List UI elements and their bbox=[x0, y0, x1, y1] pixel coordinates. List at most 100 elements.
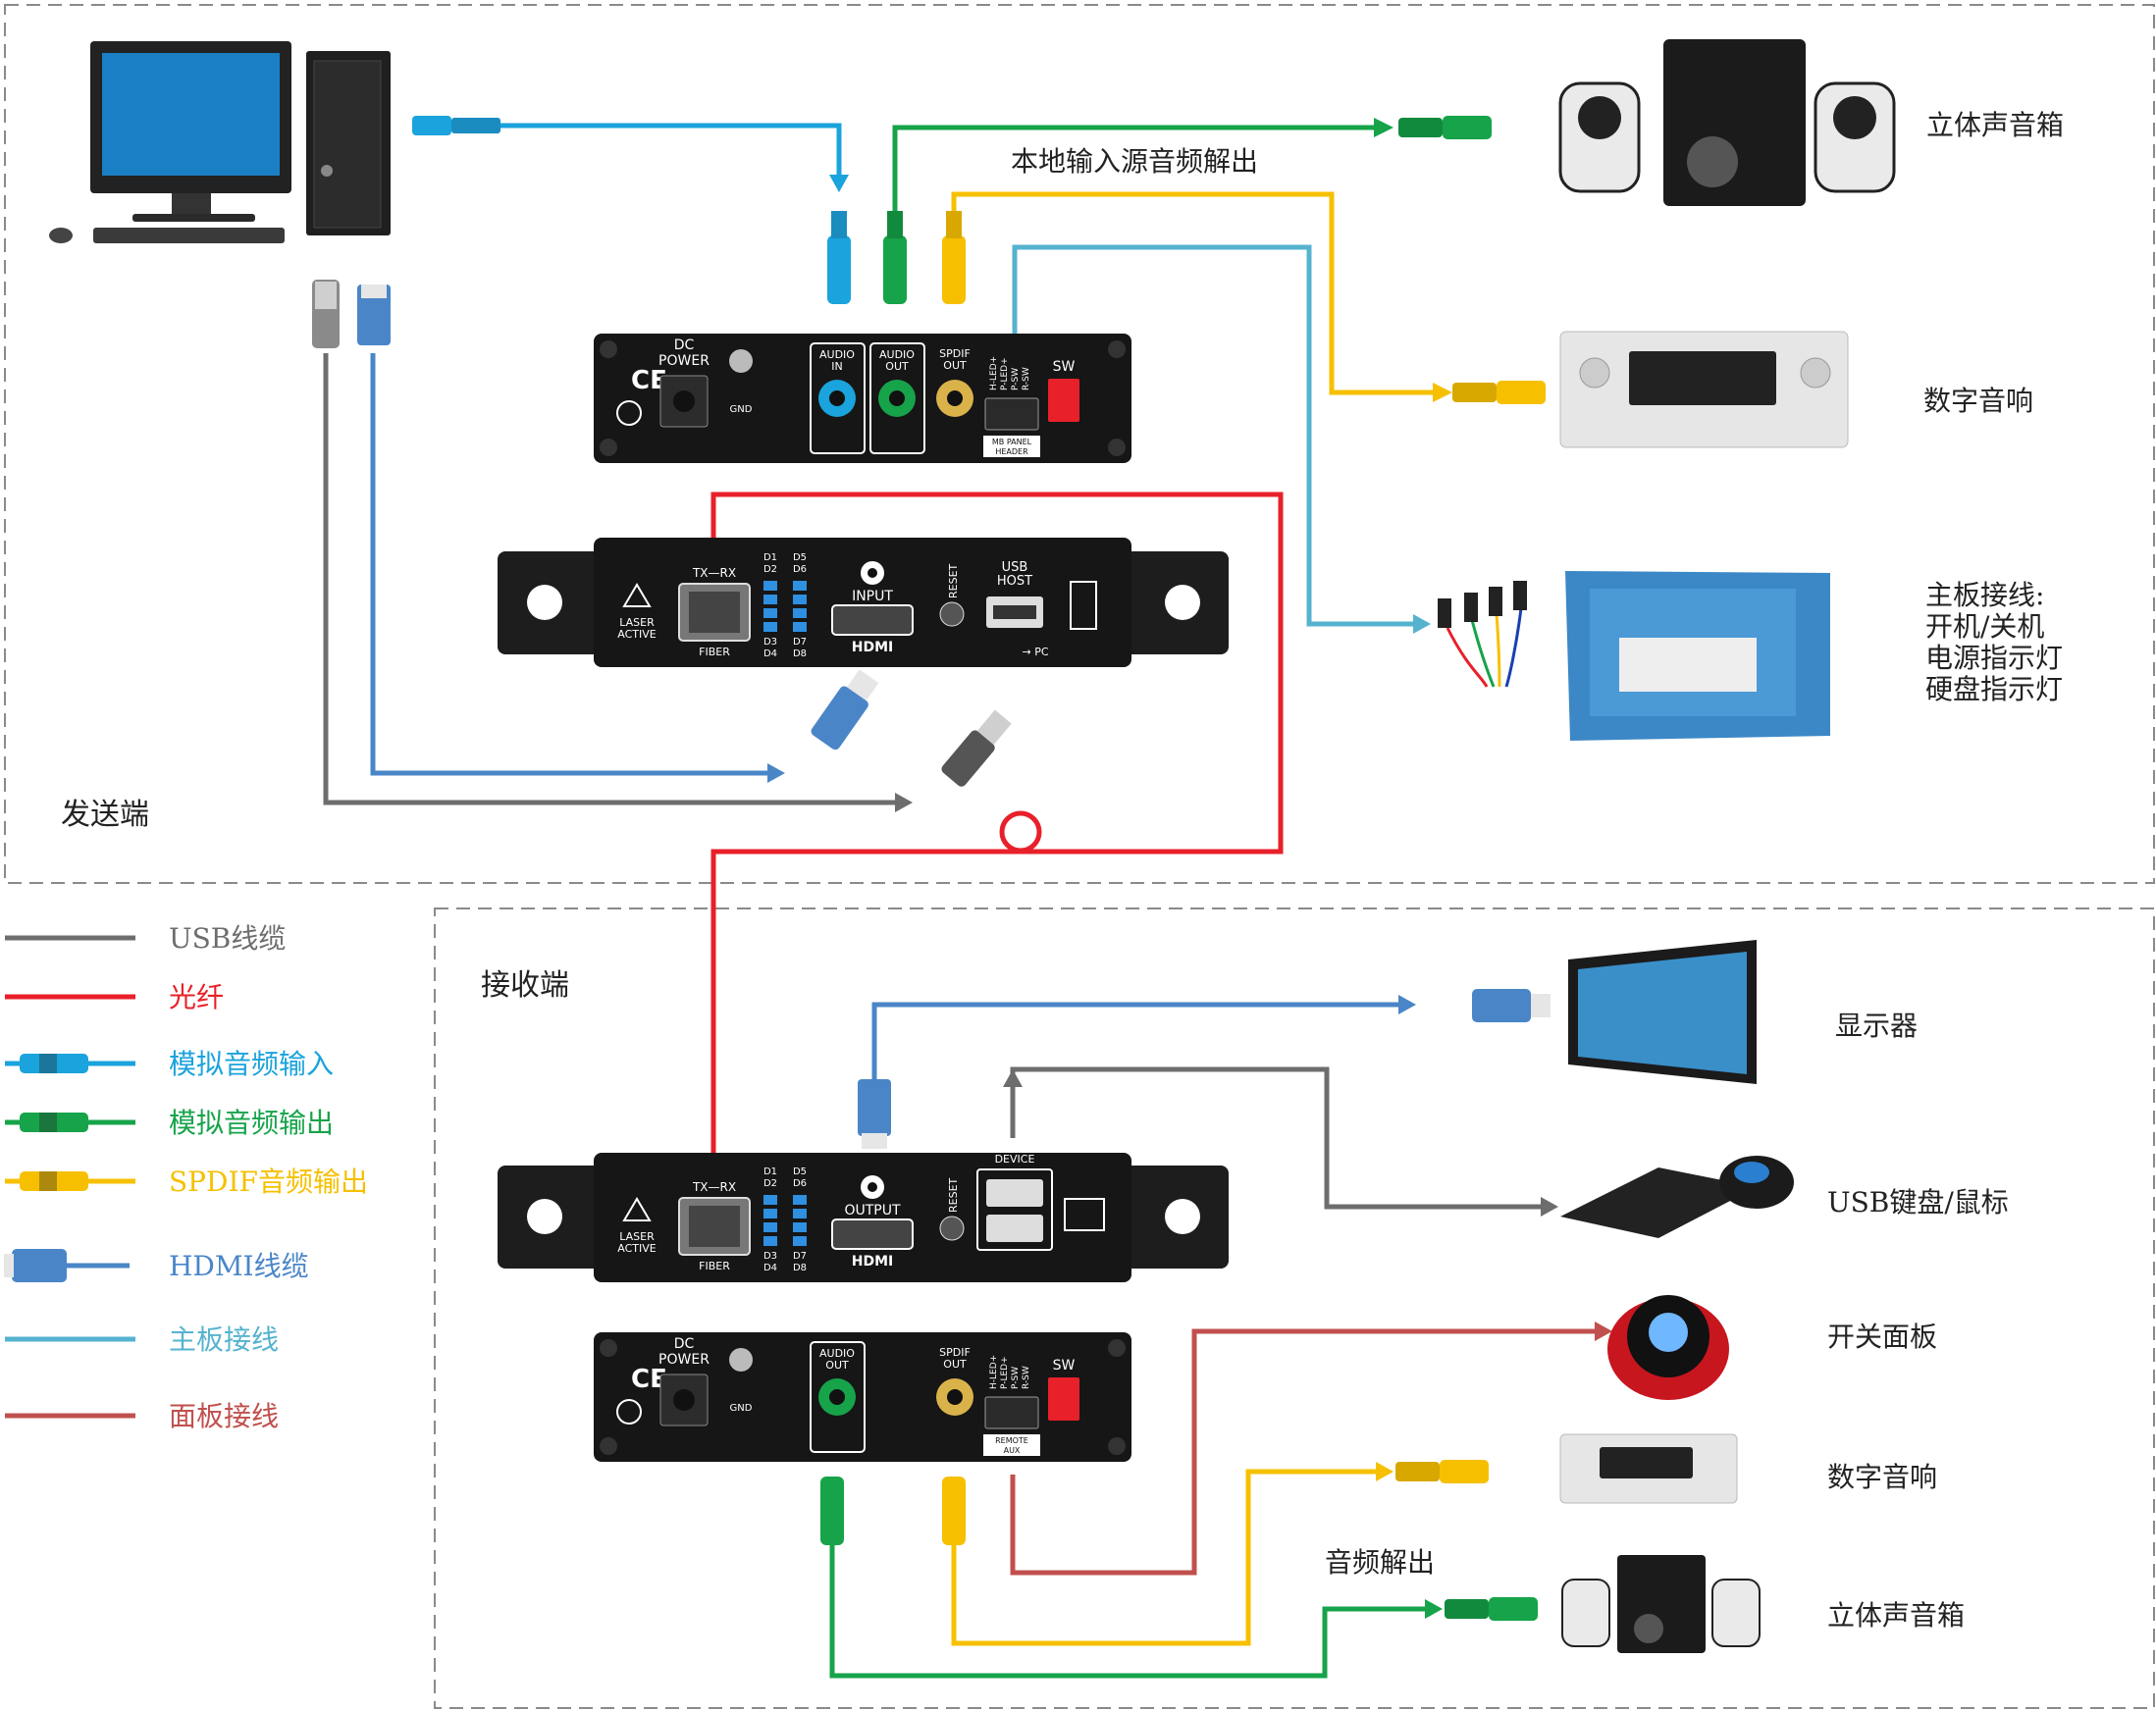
hdmi-output-port[interactable] bbox=[831, 1218, 914, 1250]
header-pin-labels: H-LED+ P-LED+ P-SW R-SW bbox=[989, 356, 1031, 390]
usb-host-label-2: HOST bbox=[997, 574, 1032, 589]
cable-spdif-receiver bbox=[951, 1469, 1384, 1646]
svg-text:D6: D6 bbox=[793, 564, 807, 575]
device-port-label: DEVICE bbox=[995, 1153, 1035, 1166]
sender-fiber-unit: LASER ACTIVE TX—RX FIBER D1 D2 D3 D4 D5 … bbox=[498, 538, 1229, 667]
keyboard-mouse-label: USB键盘/鼠标 bbox=[1827, 1186, 2009, 1218]
svg-text:H-LED+: H-LED+ bbox=[989, 1355, 999, 1389]
usb-plug-sender bbox=[312, 280, 340, 348]
hdmi-plug-sender bbox=[357, 285, 391, 345]
hdmi-output-label: OUTPUT bbox=[844, 1203, 901, 1218]
remote-aux-header[interactable] bbox=[984, 1396, 1039, 1429]
svg-text:D8: D8 bbox=[793, 648, 807, 659]
cable-audio-out-receiver bbox=[829, 1530, 1433, 1679]
digital-audio-icon-rx bbox=[1559, 1433, 1738, 1504]
svg-text:D2: D2 bbox=[763, 564, 777, 575]
legend-label-fiber: 光纤 bbox=[169, 981, 224, 1013]
cable-fiber bbox=[710, 492, 1284, 1173]
svg-text:开机/关机: 开机/关机 bbox=[1925, 610, 2044, 643]
fiber-label: FIBER bbox=[699, 646, 730, 658]
sender-audio-unit: CE DC POWER GND AUDIO IN AUDIO OUT SPDIF… bbox=[594, 334, 1131, 463]
hdmi-plug-receiver bbox=[858, 989, 1551, 1149]
txrx-label: TX—RX bbox=[692, 566, 736, 580]
hdmi-logo-rx: HDMI bbox=[852, 1254, 893, 1270]
svg-text:电源指示灯: 电源指示灯 bbox=[1925, 642, 2063, 674]
hdmi-plug-to-device bbox=[811, 669, 879, 751]
legend-item-audio_in: 模拟音频输入 bbox=[5, 1048, 334, 1080]
svg-text:P-LED+: P-LED+ bbox=[1000, 357, 1010, 390]
power-label-rx: POWER bbox=[658, 1352, 710, 1368]
svg-text:P-SW: P-SW bbox=[1011, 1367, 1021, 1389]
gnd-label-rx: GND bbox=[730, 1403, 753, 1414]
rca-plug-spdif-local bbox=[942, 211, 1546, 404]
legend-label-audio_in: 模拟音频输入 bbox=[169, 1048, 334, 1080]
rca-plug-spdif-receiver bbox=[942, 1460, 1489, 1545]
legend-swatch-audio_in bbox=[20, 1054, 88, 1073]
legend-label-motherboard: 主板接线 bbox=[169, 1323, 279, 1356]
rca-plug-audio-out-receiver bbox=[820, 1477, 1538, 1621]
status-leds-rx bbox=[763, 1195, 807, 1246]
svg-text:R-SW: R-SW bbox=[1022, 1366, 1031, 1389]
legend-label-usb: USB线缆 bbox=[169, 922, 286, 955]
reset-button[interactable] bbox=[939, 601, 965, 627]
pc-tower-icon bbox=[1070, 581, 1097, 630]
pc-icon bbox=[49, 41, 391, 243]
stereo-speakers-label-rx: 立体声音箱 bbox=[1827, 1599, 1965, 1632]
legend-item-hdmi: HDMI线缆 bbox=[4, 1249, 309, 1282]
cable-hdmi-sender bbox=[370, 353, 771, 776]
reset-button-rx[interactable] bbox=[939, 1216, 965, 1241]
aux-label: AUX bbox=[1004, 1446, 1021, 1455]
dc-label: DC bbox=[674, 337, 695, 353]
hdmi-input-port[interactable] bbox=[831, 604, 914, 636]
usb-device-port-2[interactable] bbox=[986, 1215, 1043, 1242]
mb-panel-label: MB PANEL bbox=[992, 438, 1032, 446]
cable-spdif-local bbox=[951, 191, 1443, 395]
usb-device-port-1[interactable] bbox=[986, 1179, 1043, 1207]
svg-text:D5: D5 bbox=[793, 552, 807, 563]
audio-out-label-rx: AUDIO bbox=[819, 1347, 855, 1360]
legend-swatch-hdmi bbox=[12, 1249, 67, 1282]
laser-label: LASER bbox=[619, 616, 655, 629]
ground-screw bbox=[729, 349, 753, 373]
legend-item-panel: 面板接线 bbox=[5, 1400, 279, 1432]
dip-switch-rx[interactable] bbox=[1048, 1377, 1079, 1421]
svg-text:P-LED+: P-LED+ bbox=[1000, 1356, 1010, 1389]
receiver-audio-out-label: 音频解出 bbox=[1325, 1546, 1435, 1579]
audio-in-label-2: IN bbox=[831, 360, 842, 373]
switch-panel-label: 开关面板 bbox=[1827, 1321, 1937, 1353]
svg-text:H-LED+: H-LED+ bbox=[989, 356, 999, 390]
audio-out-label-2: OUT bbox=[885, 360, 909, 373]
rca-plug-audio-in bbox=[412, 116, 851, 304]
svg-text:R-SW: R-SW bbox=[1022, 367, 1031, 390]
reset-label: RESET bbox=[947, 563, 960, 598]
svg-text:D5: D5 bbox=[793, 1167, 807, 1177]
cable-panel bbox=[1010, 1328, 1600, 1576]
svg-text:D7: D7 bbox=[793, 637, 807, 648]
mb-panel-header[interactable] bbox=[984, 397, 1039, 431]
svg-text:D6: D6 bbox=[793, 1178, 807, 1189]
ground-screw-rx bbox=[729, 1348, 753, 1372]
cable-usb-receiver bbox=[1010, 1066, 1546, 1210]
active-label-rx: ACTIVE bbox=[617, 1242, 657, 1255]
sender-title: 发送端 bbox=[61, 798, 149, 832]
legend-label-spdif: SPDIF音频输出 bbox=[169, 1166, 368, 1198]
legend-label-panel: 面板接线 bbox=[169, 1400, 279, 1432]
svg-text:D1: D1 bbox=[763, 1167, 777, 1177]
motherboard-icon bbox=[1565, 571, 1830, 741]
legend-item-motherboard: 主板接线 bbox=[5, 1323, 279, 1356]
hdmi-input-label: INPUT bbox=[852, 589, 893, 604]
stereo-speakers-icon bbox=[1558, 39, 1896, 206]
cable-audio-out-local bbox=[892, 125, 1384, 235]
fiber-coil-marker bbox=[999, 810, 1042, 854]
dip-switch[interactable] bbox=[1048, 379, 1079, 422]
digital-audio-label-rx: 数字音响 bbox=[1827, 1461, 1937, 1493]
legend-label-hdmi: HDMI线缆 bbox=[169, 1250, 309, 1282]
local-audio-label: 本地输入源音频解出 bbox=[1011, 145, 1258, 178]
laser-label-rx: LASER bbox=[619, 1230, 655, 1243]
audio-out-label: AUDIO bbox=[879, 348, 915, 361]
remote-label: REMOTE bbox=[995, 1436, 1028, 1445]
usb-host-label: USB bbox=[1002, 560, 1028, 575]
svg-text:P-SW: P-SW bbox=[1011, 368, 1021, 390]
motherboard-label: 主板接线: 开机/关机 电源指示灯 硬盘指示灯 bbox=[1925, 579, 2063, 705]
